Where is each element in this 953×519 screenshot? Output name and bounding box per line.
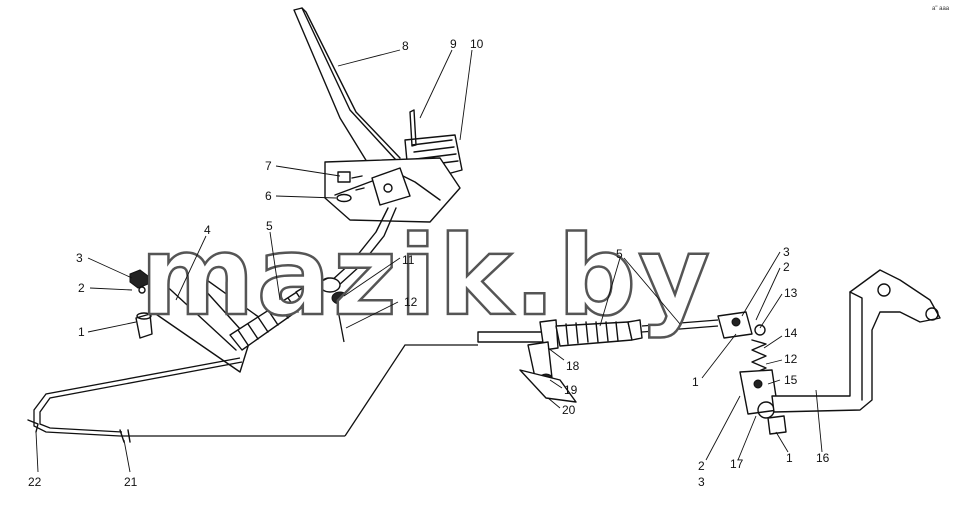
callout-20: 20 (562, 403, 576, 417)
callout-6: 6 (265, 189, 272, 203)
callout-1c: 1 (786, 451, 793, 465)
callout-8: 8 (402, 39, 409, 53)
cable-clip (331, 291, 349, 305)
rod-small (337, 309, 345, 343)
callout-19: 19 (564, 383, 578, 397)
cable-boot-left (229, 277, 329, 351)
callout-12: 12 (404, 295, 418, 309)
pin (135, 313, 153, 339)
watermark: mazik.by (140, 212, 712, 340)
callout-12b: 12 (784, 352, 798, 366)
callout-9: 9 (450, 37, 457, 51)
callout-2: 2 (78, 281, 85, 295)
callout-3: 3 (76, 251, 83, 265)
callout-2b: 2 (783, 260, 790, 274)
callout-3b: 3 (783, 245, 790, 259)
right-linkage-assembly (717, 269, 941, 435)
callout-15: 15 (784, 373, 798, 387)
accelerator-pedal-assembly (293, 7, 463, 305)
callout-5b: 5 (616, 247, 623, 261)
callout-4: 4 (204, 223, 211, 237)
callout-labels: 8 9 10 7 6 4 5 3 2 1 11 12 5 3 2 13 14 1… (28, 37, 830, 489)
callout-16: 16 (816, 451, 830, 465)
callout-11: 11 (402, 253, 415, 267)
bolt (337, 171, 351, 183)
pin-1 (767, 415, 787, 435)
callout-3c: 3 (698, 475, 705, 489)
callout-10: 10 (470, 37, 484, 51)
callout-7: 7 (265, 159, 272, 173)
callout-14: 14 (784, 326, 798, 340)
callout-22: 22 (28, 475, 42, 489)
long-cable-rod (27, 344, 478, 443)
washer (336, 193, 352, 203)
callout-2c: 2 (698, 459, 705, 473)
callout-13: 13 (784, 286, 798, 300)
callout-18: 18 (566, 359, 580, 373)
callout-1: 1 (78, 325, 85, 339)
nut (129, 269, 149, 289)
mounting-bracket-large (771, 269, 941, 413)
middle-cable-assembly (477, 319, 719, 403)
callout-1b: 1 (692, 375, 699, 389)
callout-5: 5 (266, 219, 273, 233)
corner-mark: а" ааа (932, 6, 950, 12)
leader-lines (35, 49, 823, 473)
callout-17: 17 (730, 457, 744, 471)
callout-21: 21 (124, 475, 138, 489)
mounting-plate (519, 369, 577, 403)
